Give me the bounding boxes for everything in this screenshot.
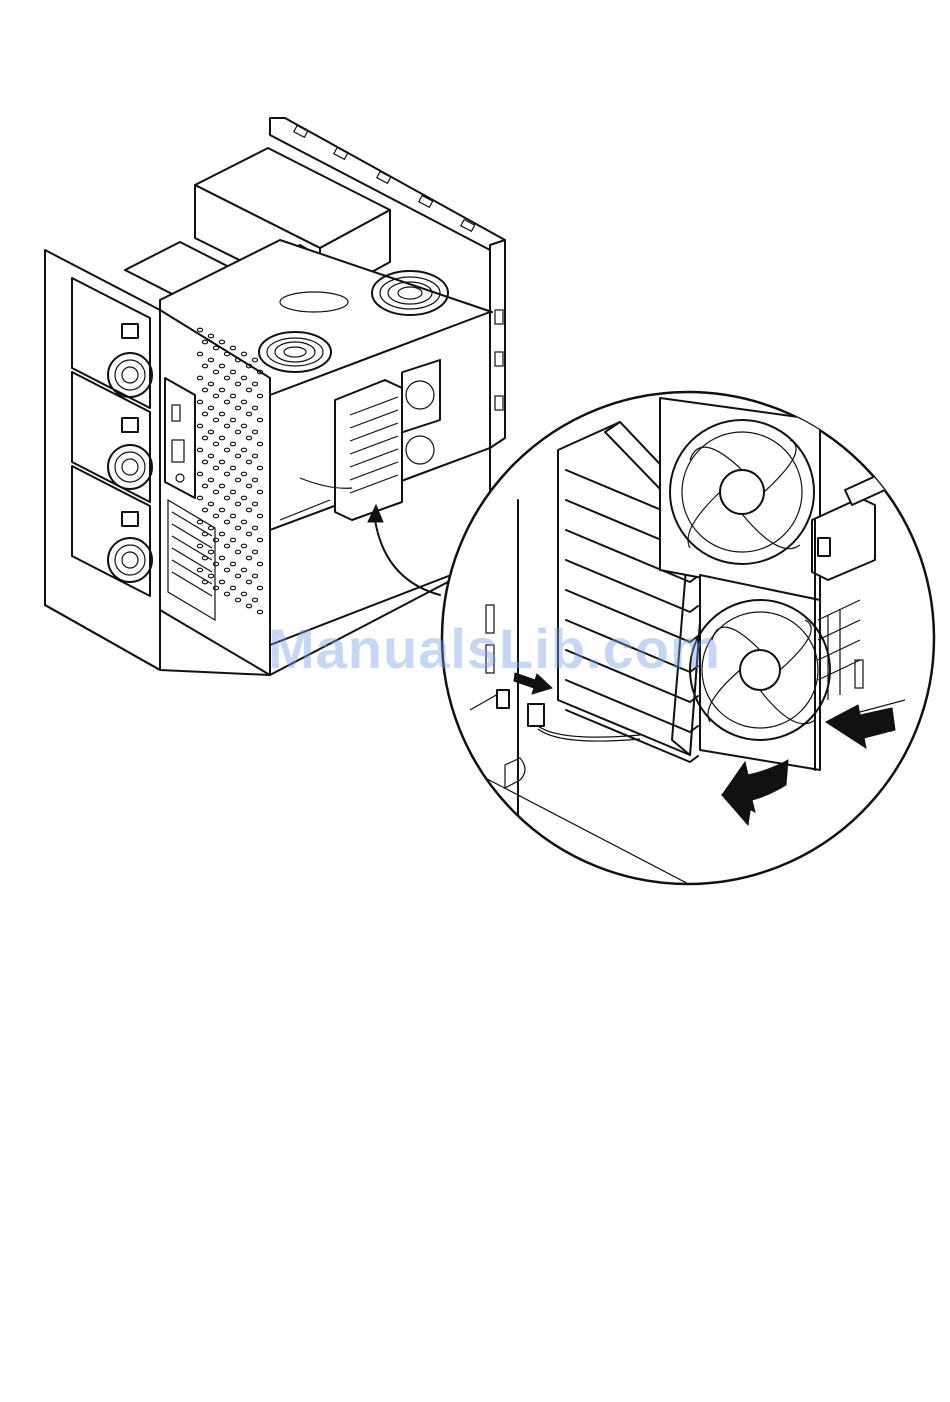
watermark-text: ManualsLib.com bbox=[268, 616, 721, 681]
server-chassis-icon bbox=[45, 118, 505, 675]
card-guide-icon bbox=[335, 380, 402, 520]
fan-icon bbox=[660, 398, 820, 600]
